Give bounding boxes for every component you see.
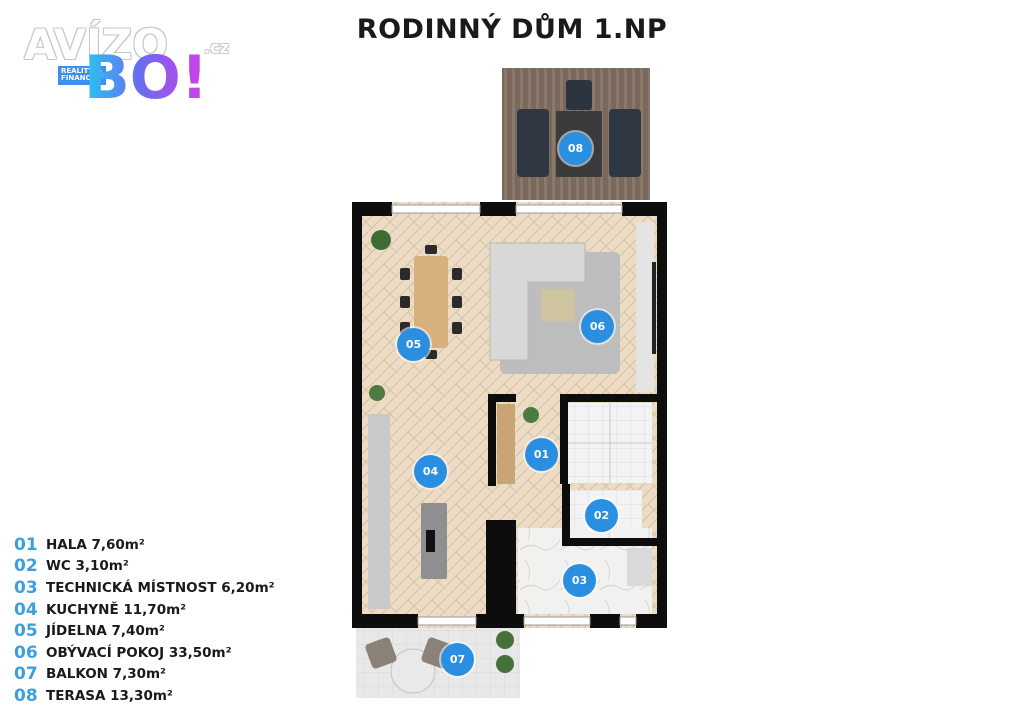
legend-number: 02 xyxy=(14,556,38,577)
legend-number: 05 xyxy=(14,621,38,642)
terrace-sofa-right xyxy=(609,109,641,177)
room-badge-balkon: 07 xyxy=(441,643,474,676)
coffee-table xyxy=(541,289,575,321)
legend-label: KUCHYNĚ 11,70m² xyxy=(46,601,187,618)
legend-label: HALA 7,60m² xyxy=(46,536,145,553)
legend-number: 07 xyxy=(14,664,38,685)
legend-label: OBÝVACÍ POKOJ 33,50m² xyxy=(46,644,232,661)
logo-domain: .cz xyxy=(204,38,229,57)
legend-number: 08 xyxy=(14,685,38,706)
room-legend: 01 HALA 7,60m² 02 WC 3,10m² 03 TECHNICKÁ MÍ… xyxy=(14,534,275,707)
legend-number: 06 xyxy=(14,642,38,663)
legend-label: TERASA 13,30m² xyxy=(46,687,173,704)
room-badge-obyvaci-pokoj: 06 xyxy=(581,310,614,343)
plant xyxy=(523,407,539,423)
room-badge-wc: 02 xyxy=(585,499,618,532)
hall-wardrobe xyxy=(497,404,515,484)
plant xyxy=(369,385,385,401)
balcony-chair xyxy=(365,637,397,669)
cooktop xyxy=(426,530,435,552)
plant xyxy=(496,655,514,673)
logo-wordmark: AVÍZO xyxy=(24,20,168,69)
room-badge-kuchyne: 04 xyxy=(414,455,447,488)
legend-number: 04 xyxy=(14,599,38,620)
logo-mark: BO! xyxy=(84,43,209,113)
terrace-sofa-left xyxy=(517,109,549,177)
walls xyxy=(352,202,667,628)
legend-label: TECHNICKÁ MÍSTNOST 6,20m² xyxy=(46,579,275,596)
legend-item: 02 WC 3,10m² xyxy=(14,556,275,578)
legend-item: 08 TERASA 13,30m² xyxy=(14,685,275,707)
legend-number: 03 xyxy=(14,577,38,598)
page-title: RODINNÝ DŮM 1.NP xyxy=(356,14,668,45)
room-badge-jidelna: 05 xyxy=(397,328,430,361)
legend-item: 01 HALA 7,60m² xyxy=(14,534,275,556)
balcony-area xyxy=(356,628,520,698)
logo-tagline: REALITY & FINANCE xyxy=(58,66,106,85)
plant xyxy=(371,230,391,250)
legend-label: JÍDELNA 7,40m² xyxy=(46,623,165,640)
room-badge-technicka-mistnost: 03 xyxy=(563,564,596,597)
legend-number: 01 xyxy=(14,534,38,555)
legend-label: BALKON 7,30m² xyxy=(46,666,166,683)
legend-item: 07 BALKON 7,30m² xyxy=(14,664,275,686)
legend-item: 03 TECHNICKÁ MÍSTNOST 6,20m² xyxy=(14,577,275,599)
room-badge-terasa: 08 xyxy=(559,132,592,165)
dining-table xyxy=(414,256,448,348)
legend-item: 06 OBÝVACÍ POKOJ 33,50m² xyxy=(14,642,275,664)
legend-item: 05 JÍDELNA 7,40m² xyxy=(14,620,275,642)
plant xyxy=(496,631,514,649)
windows xyxy=(391,204,637,626)
legend-label: WC 3,10m² xyxy=(46,558,129,575)
legend-item: 04 KUCHYNĚ 11,70m² xyxy=(14,599,275,621)
terrace-chair-top xyxy=(566,80,592,110)
room-badge-hala: 01 xyxy=(525,438,558,471)
technical-appliance xyxy=(627,548,652,586)
sectional-sofa xyxy=(489,242,586,361)
tv-cabinet xyxy=(636,222,654,392)
brand-logo: AVÍZO .cz REALITY & FINANCE BO! xyxy=(24,20,244,110)
tv xyxy=(652,262,656,354)
kitchen-counter xyxy=(368,414,390,609)
